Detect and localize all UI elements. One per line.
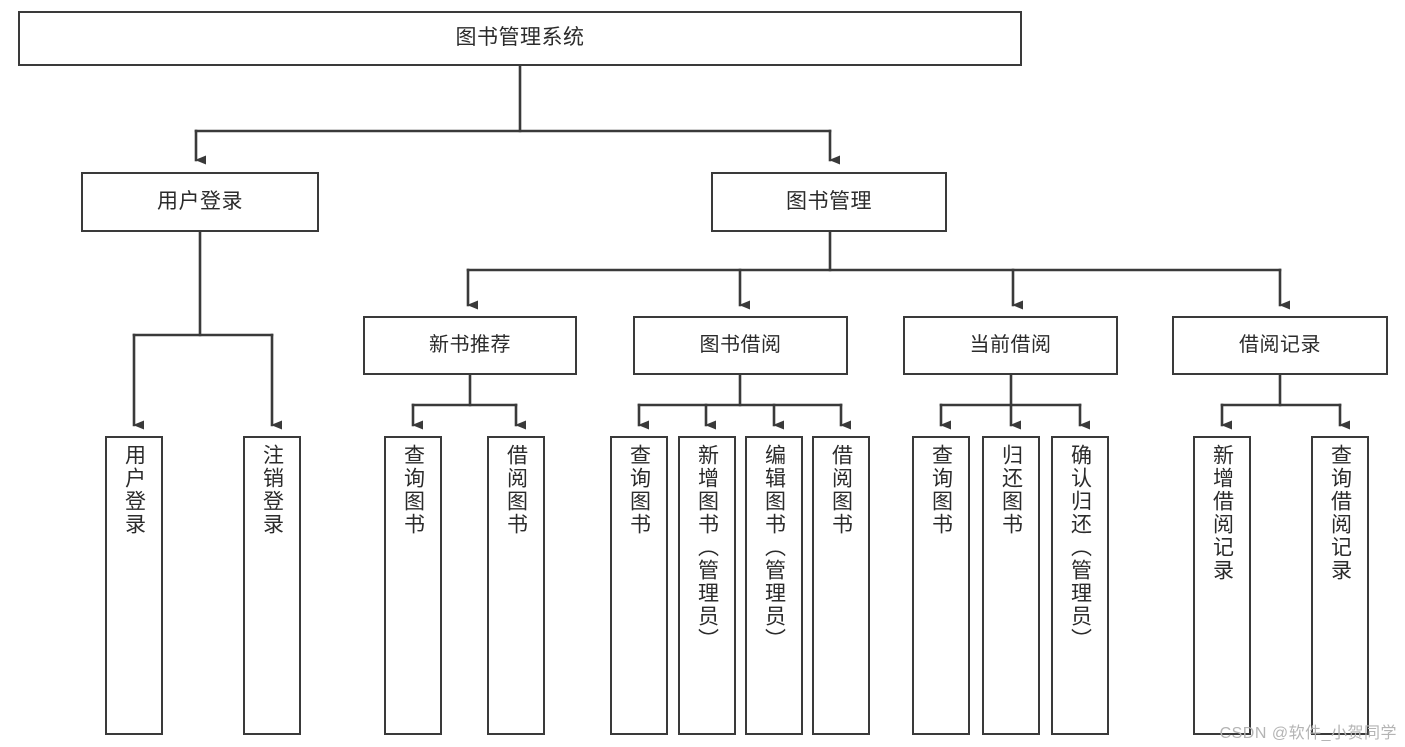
node-borrow-record-label: 借阅记录 — [1239, 334, 1321, 356]
node-leaf-borrow-add-book[interactable]: 新增图书（管理员） — [678, 436, 736, 735]
node-book-borrow-label: 图书借阅 — [699, 334, 782, 356]
node-leaf-cur-return-book[interactable]: 归还图书 — [982, 436, 1040, 735]
node-leaf-cur-query-book[interactable]: 查询图书 — [912, 436, 970, 735]
node-new-book-recommend[interactable]: 新书推荐 — [363, 316, 577, 375]
node-leaf-user-logout[interactable]: 注销登录 — [243, 436, 301, 735]
node-book-borrow[interactable]: 图书借阅 — [633, 316, 848, 375]
node-leaf-borrow-edit-book-label: 编辑图书（管理员） — [762, 444, 786, 651]
node-leaf-borrow-add-book-label: 新增图书（管理员） — [695, 444, 719, 651]
node-leaf-new-query-book-label: 查询图书 — [401, 444, 425, 536]
node-leaf-cur-query-book-label: 查询图书 — [929, 444, 953, 536]
node-leaf-cur-return-book-label: 归还图书 — [999, 444, 1023, 536]
node-root-system-label: 图书管理系统 — [455, 26, 585, 50]
node-leaf-borrow-query-book[interactable]: 查询图书 — [610, 436, 668, 735]
node-leaf-rec-add-record-label: 新增借阅记录 — [1210, 444, 1234, 582]
node-new-book-recommend-label: 新书推荐 — [429, 334, 511, 356]
node-leaf-new-query-book[interactable]: 查询图书 — [384, 436, 442, 735]
node-leaf-new-borrow-book[interactable]: 借阅图书 — [487, 436, 545, 735]
node-leaf-user-logout-label: 注销登录 — [260, 444, 284, 536]
node-user-login-label: 用户登录 — [157, 189, 243, 213]
node-book-manage[interactable]: 图书管理 — [711, 172, 947, 232]
node-leaf-cur-confirm-return[interactable]: 确认归还（管理员） — [1051, 436, 1109, 735]
node-leaf-rec-query-record[interactable]: 查询借阅记录 — [1311, 436, 1369, 735]
node-book-manage-label: 图书管理 — [786, 189, 872, 213]
node-root-system[interactable]: 图书管理系统 — [18, 11, 1022, 66]
node-current-borrow[interactable]: 当前借阅 — [903, 316, 1118, 375]
node-leaf-borrow-borrow-book-label: 借阅图书 — [829, 444, 853, 536]
node-leaf-cur-confirm-return-label: 确认归还（管理员） — [1068, 444, 1092, 651]
node-user-login[interactable]: 用户登录 — [81, 172, 319, 232]
node-borrow-record[interactable]: 借阅记录 — [1172, 316, 1388, 375]
node-leaf-new-borrow-book-label: 借阅图书 — [504, 444, 528, 536]
node-leaf-borrow-query-book-label: 查询图书 — [627, 444, 651, 536]
node-leaf-rec-query-record-label: 查询借阅记录 — [1328, 444, 1352, 582]
node-leaf-borrow-borrow-book[interactable]: 借阅图书 — [812, 436, 870, 735]
node-leaf-borrow-edit-book[interactable]: 编辑图书（管理员） — [745, 436, 803, 735]
node-leaf-user-login[interactable]: 用户登录 — [105, 436, 163, 735]
node-leaf-user-login-label: 用户登录 — [122, 444, 146, 536]
node-current-borrow-label: 当前借阅 — [969, 334, 1052, 356]
node-leaf-rec-add-record[interactable]: 新增借阅记录 — [1193, 436, 1251, 735]
